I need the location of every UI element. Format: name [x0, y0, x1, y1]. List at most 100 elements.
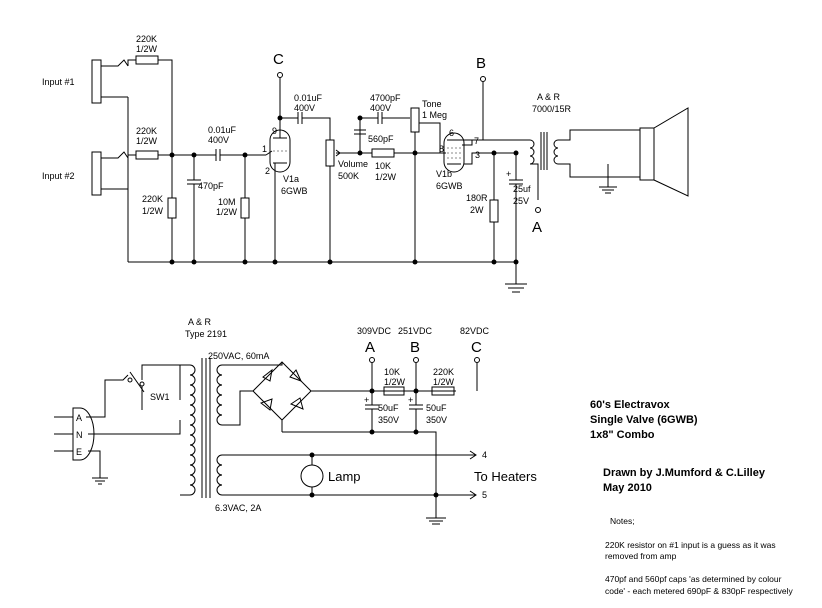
r-10m-watt: 1/2W	[216, 207, 238, 217]
heater-pin4: 4	[482, 450, 487, 460]
v1a-pin9: 9	[272, 126, 277, 136]
v1a-pin2: 2	[265, 166, 270, 176]
ps-resistor-220k	[431, 386, 455, 396]
heater-pin5: 5	[482, 490, 487, 500]
credit-line2: May 2010	[603, 482, 652, 494]
r-10k-value: 10K	[375, 161, 391, 171]
r-180-watt: 2W	[470, 205, 484, 215]
volume-pot	[325, 139, 335, 167]
c-470-label: 470pF	[198, 181, 224, 191]
heaters-label: To Heaters	[474, 469, 537, 484]
node-c-label: C	[273, 51, 284, 68]
credit-line1: Drawn by J.Mumford & C.Lilley	[603, 467, 766, 479]
v1a-pin1: 1	[262, 144, 267, 154]
v1b-pin6: 6	[449, 128, 454, 138]
output-transformer	[529, 132, 559, 170]
ps-r1-watt: 1/2W	[384, 377, 406, 387]
plug-n: N	[76, 430, 83, 440]
resistor-input1	[135, 55, 159, 65]
r-10m-value: 10M	[218, 197, 236, 207]
resistor-10m	[240, 197, 250, 219]
sec-lv-label: 6.3VAC, 2A	[215, 503, 261, 513]
ps-c1-plus: +	[364, 395, 369, 405]
ps-c2-value: 50uF	[426, 403, 447, 413]
v309-label: 309VDC	[357, 326, 392, 336]
lamp-icon	[300, 464, 324, 488]
v1b-pin8: 8	[439, 144, 444, 154]
tone-value: 1 Meg	[422, 110, 447, 120]
plug-a: A	[76, 413, 82, 423]
c-coup1-value: 0.01uF	[208, 125, 237, 135]
c25-plus: +	[506, 169, 511, 179]
resistor-180r	[489, 199, 499, 223]
plug-e: E	[76, 447, 82, 457]
ps-c2-plus: +	[408, 395, 413, 405]
v1b-pin7: 7	[474, 136, 479, 146]
c-560-label: 560pF	[368, 134, 394, 144]
mains-plug	[54, 407, 95, 461]
v1b-pin3: 3	[475, 150, 480, 160]
c-coup2-value: 0.01uF	[294, 93, 323, 103]
r-in1-value: 220K	[136, 34, 157, 44]
r-180-value: 180R	[466, 193, 488, 203]
ground-icon-otx	[599, 186, 617, 194]
c-25-value: 25uf	[513, 184, 531, 194]
resistor-input2	[135, 150, 159, 160]
ps-node-a: A	[365, 339, 375, 356]
v1b-type: 6GWB	[436, 181, 463, 191]
note2-line1: 470pf and 560pf caps 'as determined by c…	[605, 574, 782, 584]
c-coup1-volt: 400V	[208, 135, 229, 145]
node-b-label: B	[476, 55, 486, 72]
title-line3: 1x8" Combo	[590, 429, 655, 441]
input1-label: Input #1	[42, 77, 75, 87]
ps-c2-volt: 350V	[426, 415, 447, 425]
ground-icon-main	[505, 283, 527, 293]
bridge-rectifier	[252, 361, 312, 421]
otx-type: 7000/15R	[532, 104, 572, 114]
input-jack-2	[91, 151, 129, 196]
sw1-label: SW1	[150, 392, 170, 402]
ps-node-c: C	[471, 339, 482, 356]
tone-name: Tone	[422, 99, 442, 109]
title-line2: Single Valve (6GWB)	[590, 414, 698, 426]
ps-resistor-10k	[383, 386, 405, 396]
c-4700-volt: 400V	[370, 103, 391, 113]
ps-node-b: B	[410, 339, 420, 356]
input2-label: Input #2	[42, 171, 75, 181]
r-shunt-watt: 1/2W	[142, 206, 164, 216]
ground-icon-ps	[426, 517, 446, 525]
ground-icon-mains	[92, 477, 108, 485]
volume-name: Volume	[338, 159, 368, 169]
ps-c1-value: 50uF	[378, 403, 399, 413]
v1a-name: V1a	[283, 174, 299, 184]
node-a-label: A	[532, 219, 542, 236]
valve-v1b	[443, 132, 465, 173]
note1-line1: 220K resistor on #1 input is a guess as …	[605, 540, 776, 550]
v1b-name: V1b	[436, 169, 452, 179]
r-in1-watt: 1/2W	[136, 44, 158, 54]
title-line1: 60's Electravox	[590, 399, 671, 411]
otx-brand: A & R	[537, 92, 561, 102]
resistor-10k	[371, 148, 395, 158]
ptx-brand: A & R	[188, 317, 212, 327]
volume-value: 500K	[338, 171, 359, 181]
lamp-label: Lamp	[328, 469, 361, 484]
r-in2-watt: 1/2W	[136, 136, 158, 146]
v251-label: 251VDC	[398, 326, 433, 336]
v82-label: 82VDC	[460, 326, 490, 336]
ps-r1-value: 10K	[384, 367, 400, 377]
power-transformer	[189, 358, 223, 498]
sec-hv-label: 250VAC, 60mA	[208, 351, 269, 361]
tone-pot	[410, 107, 420, 133]
c-coup2-volt: 400V	[294, 103, 315, 113]
r-shunt-value: 220K	[142, 194, 163, 204]
ptx-type: Type 2191	[185, 329, 227, 339]
ps-r2-value: 220K	[433, 367, 454, 377]
c-4700-value: 4700pF	[370, 93, 401, 103]
input-jack-1	[91, 59, 129, 104]
c-25-volt: 25V	[513, 196, 529, 206]
ps-c1-volt: 350V	[378, 415, 399, 425]
r-10k-watt: 1/2W	[375, 172, 397, 182]
r-in2-value: 220K	[136, 126, 157, 136]
